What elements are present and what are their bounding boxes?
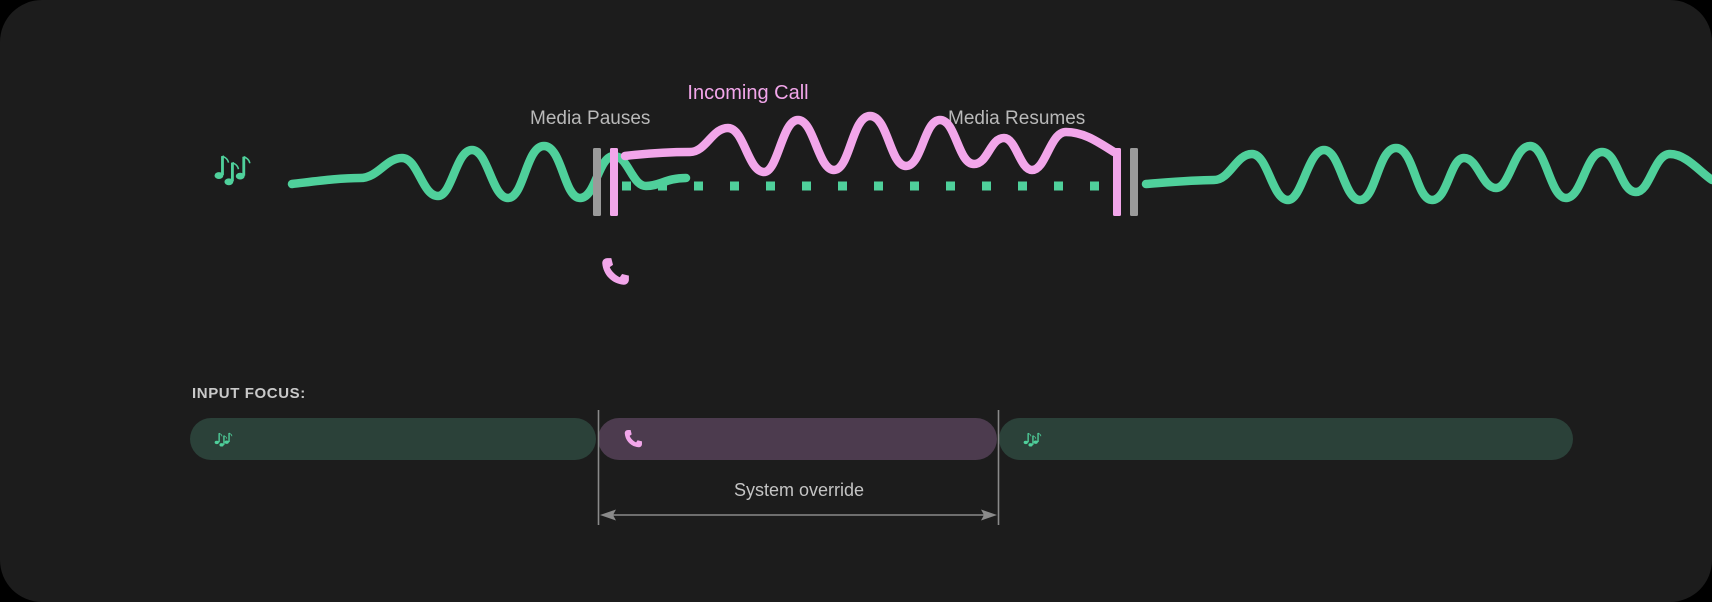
waveform-incoming-call <box>620 111 1119 177</box>
system-override-bracket <box>597 410 1000 525</box>
input-focus-title: INPUT FOCUS: <box>192 385 306 402</box>
resume-bar-icon <box>1130 148 1138 216</box>
focus-slot-call[interactable] <box>598 418 997 460</box>
audio-timeline <box>0 100 1712 230</box>
label-system-override: System override <box>733 480 865 500</box>
override-arrow-head-left <box>600 509 616 521</box>
pause-bar-icon <box>593 148 601 216</box>
label-media-pauses: Media Pauses <box>530 108 651 129</box>
label-incoming-call: Incoming Call <box>687 82 809 104</box>
override-arrow-head-right <box>981 509 997 521</box>
music-notes-icon <box>1023 432 1042 447</box>
call-end-marker <box>1113 148 1121 216</box>
music-notes-icon <box>214 432 233 447</box>
label-media-resumes: Media Resumes <box>948 108 1086 129</box>
waveform-media-after <box>1141 141 1712 205</box>
phone-icon <box>624 430 642 448</box>
call-start-marker <box>610 148 618 216</box>
waveform-media-before <box>287 141 691 203</box>
music-notes-icon <box>214 155 251 186</box>
focus-slot-media-before[interactable] <box>190 418 596 460</box>
phone-icon <box>602 258 629 285</box>
focus-slot-media-after[interactable] <box>999 418 1573 460</box>
waveform-svg <box>214 111 1712 216</box>
